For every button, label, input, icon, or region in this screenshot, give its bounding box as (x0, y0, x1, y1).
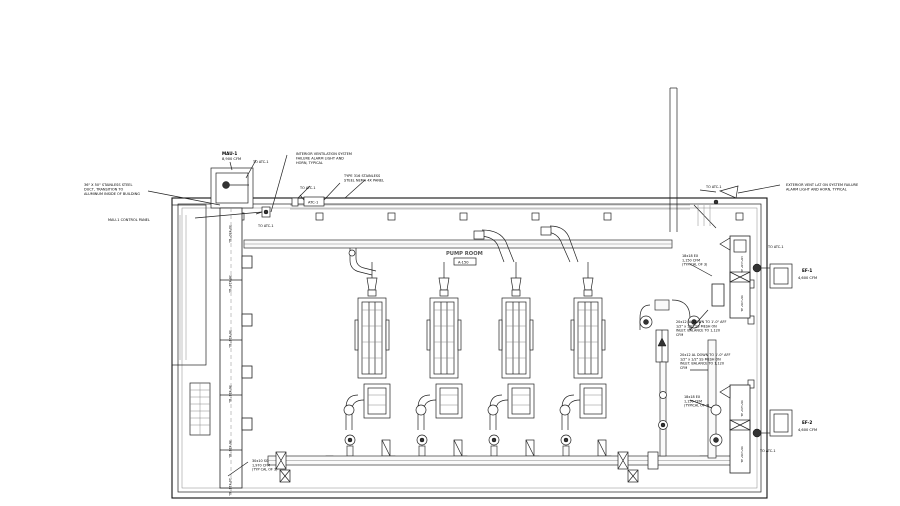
stair-upper-right (693, 204, 717, 229)
callout-line: HORN, TYPICAL (296, 161, 323, 165)
callout-line: INLET. BALANCE TO 1,120 (680, 362, 724, 366)
atc-panel-label: ATC-1 (308, 201, 318, 205)
mau-tag: MAU-1 (222, 151, 237, 156)
supply-duct-size: 36"x24" AL (228, 440, 232, 458)
to-atc-label-3: TO ATC-1 (299, 186, 316, 190)
callout-line: 1/2" x 1/2" SS MESH ON (676, 324, 717, 328)
mau-control-panel (194, 206, 271, 219)
to-atc-label-1: TO ATC-1 (252, 160, 269, 164)
callout-line: ALARM LIGHT AND HORN, TYPICAL (786, 187, 847, 191)
ef1-tag: EF-1 (802, 268, 812, 273)
supply-duct-size: 30"x30" AL (228, 225, 232, 243)
callout-line: 36" X 50" STAINLESS STEEL (84, 183, 132, 187)
interior-alarm-device (270, 154, 299, 213)
callout-line: (TYP CAL OF 3) (252, 468, 278, 472)
callout-line: (TYPICAL OF 3) (684, 404, 710, 408)
to-atc-label-6: TO ATC-1 (759, 449, 776, 453)
ef2-fan-icon (752, 428, 762, 438)
callout-line: STEEL NEMA 4X PANEL (344, 178, 384, 182)
pump-group (343, 262, 607, 457)
mau-cfm: 8,900 CFM (222, 157, 241, 161)
callout-line: DUCT, TRANSITION TO (84, 187, 124, 191)
callout-line: 1/2" x 1/2" SS MESH ON (680, 357, 721, 361)
callout-line: EXTERIOR VENT LAT ON SYSTEM FAILURE (786, 183, 858, 187)
supply-duct-size: 36"x24" AL (228, 275, 232, 293)
mau-fan-icon (222, 181, 230, 189)
callout-line: MAU-1 CONTROL PANEL (108, 218, 150, 222)
to-atc-label-5: TO ATC-1 (767, 245, 784, 249)
room-name: PUMP ROOM (446, 251, 483, 257)
exterior-alarm-device (713, 184, 781, 205)
ef2-cfm: 4,600 CFM (798, 428, 817, 432)
callout-line: TYPE 316 STAINLESS (343, 174, 381, 178)
exhaust-duct-size: 36"x36" AL (740, 295, 744, 312)
to-atc-label-4: TO ATC-1 (705, 185, 722, 189)
callout-line: CFM (676, 333, 683, 337)
stair (189, 382, 211, 436)
callout-line: FAILURE ALARM LIGHT AND (296, 156, 344, 160)
supply-duct-size: 36"x24" AL (228, 385, 232, 403)
atc-panel: ATC-1 (303, 182, 341, 207)
pump-1 (343, 262, 391, 457)
callout-mau-panel: MAU-1 CONTROL PANEL (108, 218, 150, 222)
callout-line: 18x18 EX (684, 395, 701, 399)
callout-line: 1,150 CFM (682, 258, 700, 262)
exhaust-fan-ef-1: EF-1 4,600 CFM (752, 263, 817, 289)
pump-2 (415, 262, 463, 457)
callout-line: INTERIOR VENTILATION SYSTEM (296, 152, 352, 156)
ef1-cfm: 4,600 CFM (798, 276, 817, 280)
supply-duct-main: 30"x30" AL 36"x24" AL 36"x24" AL 36"x24" AL… (219, 207, 253, 496)
exhaust-duct-size: 18"x18" AL (740, 256, 744, 273)
callout-line: 20x12 AL DOWN TO 1'-0" AFF (680, 353, 730, 357)
discharge-header (267, 451, 739, 483)
pump-3 (487, 262, 535, 457)
ef1-fan-icon (752, 263, 762, 273)
leader-lines (147, 159, 717, 477)
suction-header: PUMP ROOM A-150 (243, 225, 673, 276)
exhaust-duct-size: 36"x24" AL (740, 400, 744, 417)
ef2-tag: EF-2 (802, 420, 812, 425)
exhaust-riser-lower: 36"x24" AL 36"x36" AL (719, 384, 751, 474)
callout-line: CFM (680, 366, 687, 370)
mau-1-unit: MAU-1 8,900 CFM (210, 151, 254, 209)
exhaust-riser-upper: 18"x18" AL 36"x36" AL (719, 235, 751, 319)
callout-line: 1,970 CFM (252, 463, 270, 467)
callout-line: 20x12 AL DOWN TO 1'-0" AFF (676, 320, 726, 324)
callout-line: ALUMINUM INSIDE OF BUILDING (84, 192, 140, 196)
exhaust-duct-size: 36"x36" AL (740, 446, 744, 463)
supply-duct-size: 36"x24" AL (228, 330, 232, 348)
pump-4 (559, 262, 607, 457)
vent-stack (669, 87, 678, 232)
callout-line: (TYPICAL OF 3) (682, 263, 708, 267)
supply-duct-size: 14"x14" AL (228, 478, 232, 496)
callout-line: 18x18 EX (682, 254, 699, 258)
room-number: A-150 (458, 261, 469, 265)
right-piping (639, 283, 725, 459)
callout-line: 30x10 SG (252, 459, 269, 463)
callout-line: INLET. BALANCE TO 1,120 (676, 329, 720, 333)
exhaust-fan-ef-2: EF-2 4,600 CFM (752, 409, 817, 438)
to-atc-label-2: TO ATC-1 (257, 224, 274, 228)
